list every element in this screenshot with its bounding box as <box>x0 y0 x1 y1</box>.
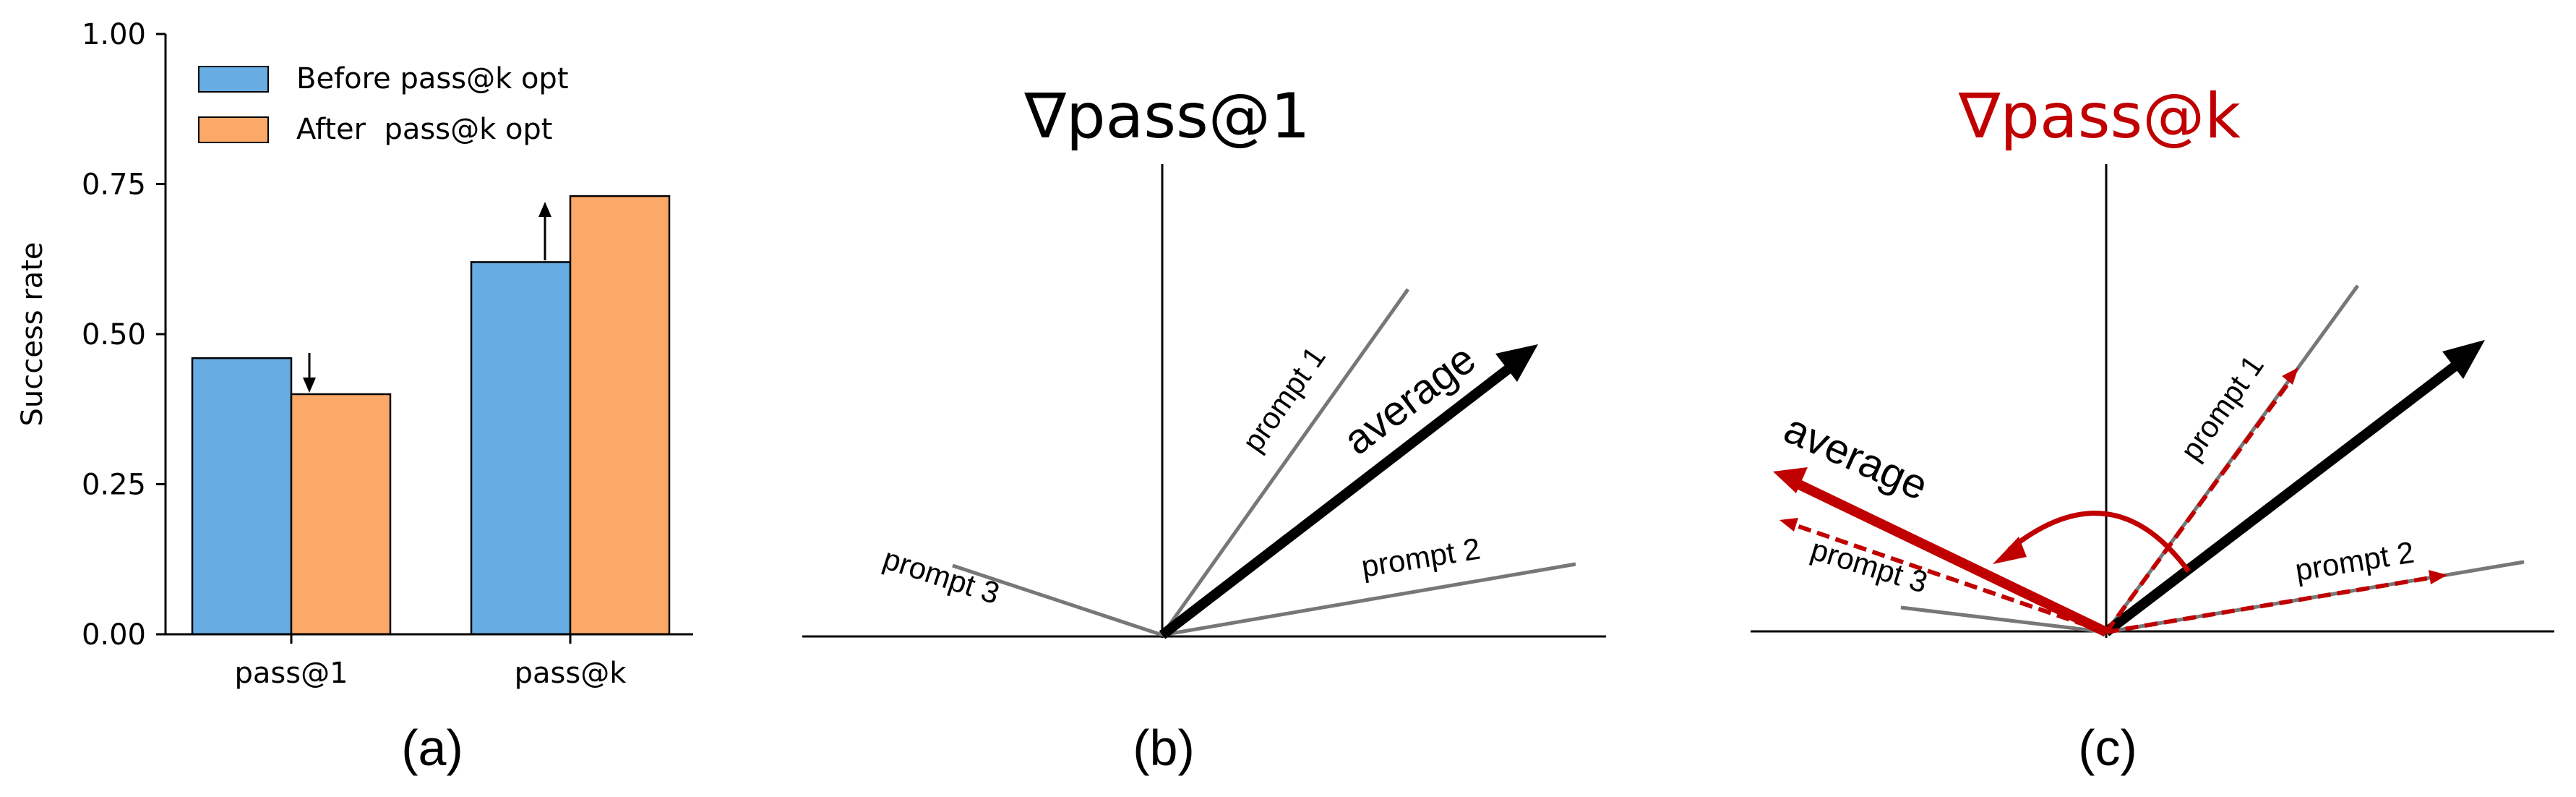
panel-label-a: (a) <box>401 720 463 776</box>
legend-swatch-after <box>198 116 269 143</box>
y-axis-ticks: 0.00 0.25 0.50 0.75 1.00 <box>82 18 166 652</box>
bar-pass@1-before <box>191 357 293 636</box>
vector-prompt-2-reweighted <box>2105 570 2447 634</box>
bar-pass@k-after <box>569 195 671 636</box>
legend-label-after: After pass@k opt <box>296 113 553 146</box>
diagram-title-passk: ∇pass@k <box>1958 80 2241 153</box>
label-prompt-2: prompt 2 <box>2293 535 2416 587</box>
x-tick-label: pass@1 <box>234 657 348 690</box>
label-prompt-3: prompt 3 <box>879 541 1003 610</box>
panel-label-c: (c) <box>2078 720 2137 776</box>
vector-prompt-3 <box>952 563 1163 637</box>
vector-prompt-1 <box>1160 288 1410 636</box>
increase-arrow <box>538 202 551 260</box>
y-tick-label: 0.75 <box>82 169 146 202</box>
vector-average-reweighted <box>1773 467 2109 637</box>
label-prompt-2: prompt 2 <box>1359 532 1482 584</box>
label-prompt-1: prompt 1 <box>1235 340 1332 458</box>
vector-prompt-3-reweighted <box>1779 518 2107 634</box>
bar-pass@k-before <box>470 261 572 636</box>
y-tick-label: 0.00 <box>82 618 146 652</box>
x-tick-label: pass@k <box>515 657 627 690</box>
rotation-arc <box>1993 511 2191 574</box>
label-average: average <box>1777 405 1935 510</box>
y-tick-label: 1.00 <box>82 18 146 51</box>
y-tick-label: 0.50 <box>82 318 146 351</box>
diagram-title-pass1: ∇pass@1 <box>1023 80 1310 153</box>
diagram-passk: ∇pass@k <box>1751 80 2554 776</box>
vector-prompt-1-reweighted <box>2104 367 2298 634</box>
bars <box>191 195 671 636</box>
bar-pass@1-after <box>290 393 392 636</box>
y-tick-label: 0.25 <box>82 469 146 502</box>
legend-swatch-before <box>198 66 269 93</box>
x-axis-ticks: pass@1 pass@k <box>234 634 627 690</box>
y-axis-label: Success rate <box>16 242 49 427</box>
vector-average-original <box>2103 340 2485 636</box>
label-prompt-1: prompt 1 <box>2173 349 2270 466</box>
vector-prompt-3-original <box>1900 605 2107 634</box>
diagram-pass1: ∇pass@1 prompt 1 prompt 2 prompt 3 avera… <box>802 80 1606 776</box>
legend: Before pass@k opt After pass@k opt <box>198 62 569 146</box>
panel-label-b: (b) <box>1133 720 1195 776</box>
decrease-arrow <box>303 353 316 393</box>
legend-label-before: Before pass@k opt <box>296 62 569 95</box>
vector-average <box>1159 344 1538 639</box>
bar-chart-panel: 0.00 0.25 0.50 0.75 1.00 pass@1 pass@k Succes… <box>16 18 693 776</box>
vector-prompt-2 <box>1162 562 1576 637</box>
